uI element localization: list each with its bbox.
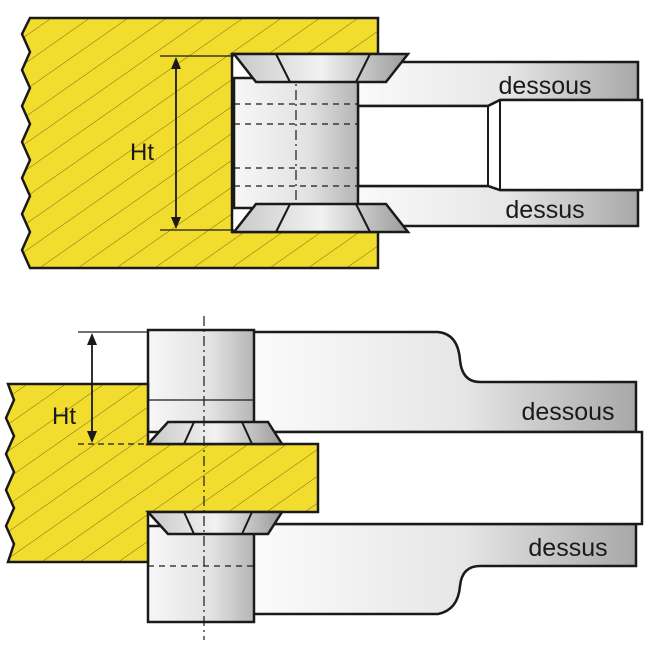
bottom-lower-blade <box>145 510 285 536</box>
bottom-figure: Ht dessous dessus <box>4 316 644 640</box>
bottom-lower-cutter-body <box>146 524 256 624</box>
top-workpiece <box>20 16 380 270</box>
top-upper-blade <box>231 52 411 84</box>
top-height-label: Ht <box>130 139 154 166</box>
bottom-lower-arm <box>250 522 638 616</box>
bottom-upper-arm-label: dessous <box>521 398 614 426</box>
bottom-workpiece <box>4 382 320 564</box>
bottom-upper-cutter-body <box>146 328 256 434</box>
bottom-upper-blade <box>145 420 285 446</box>
top-lower-arm-label: dessus <box>505 196 584 224</box>
bottom-lower-arm-label: dessus <box>528 534 607 562</box>
bottom-height-label: Ht <box>52 403 76 430</box>
top-height-dimension <box>160 55 234 231</box>
bottom-upper-arm <box>250 330 638 434</box>
top-lower-blade <box>231 202 411 234</box>
bottom-height-dimension <box>78 331 148 445</box>
top-figure: Ht dessous dessus <box>20 16 644 270</box>
top-upper-arm-label: dessous <box>498 72 591 100</box>
